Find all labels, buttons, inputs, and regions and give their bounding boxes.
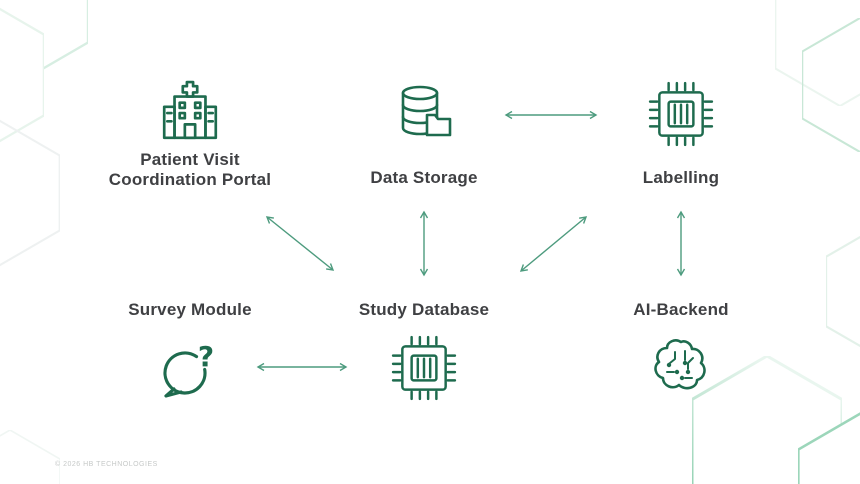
- node-label-study-database: Study Database: [358, 300, 490, 319]
- node-label-survey-module: Survey Module: [128, 300, 252, 319]
- node-label-portal: Patient Visit Coordination Portal: [108, 150, 272, 189]
- brain-circuit-icon: [649, 332, 713, 404]
- database-folder-icon: [392, 78, 456, 150]
- chip-icon: [648, 78, 714, 150]
- node-patient-visit-coordination-portal: Patient Visit Coordination Portal: [80, 76, 300, 190]
- hospital-building-icon: [157, 76, 223, 148]
- node-labelling: Labelling: [571, 78, 791, 188]
- chip-icon: [391, 332, 457, 404]
- node-label-labelling: Labelling: [642, 168, 720, 187]
- node-data-storage: Data Storage: [314, 78, 534, 188]
- node-survey-module: Survey Module ?: [80, 300, 300, 404]
- node-label-ai-backend: AI-Backend: [633, 300, 729, 319]
- node-label-data-storage: Data Storage: [370, 168, 478, 187]
- chat-question-icon: ?: [158, 332, 222, 404]
- node-study-database: Study Database: [314, 300, 534, 404]
- arrow-study-database-labelling: [519, 216, 588, 272]
- arrow-portal-study-database: [265, 216, 335, 271]
- svg-text:?: ?: [198, 340, 214, 373]
- copyright-text: © 2026 HB TECHNOLOGIES: [55, 461, 158, 468]
- node-ai-backend: AI-Backend: [571, 300, 791, 404]
